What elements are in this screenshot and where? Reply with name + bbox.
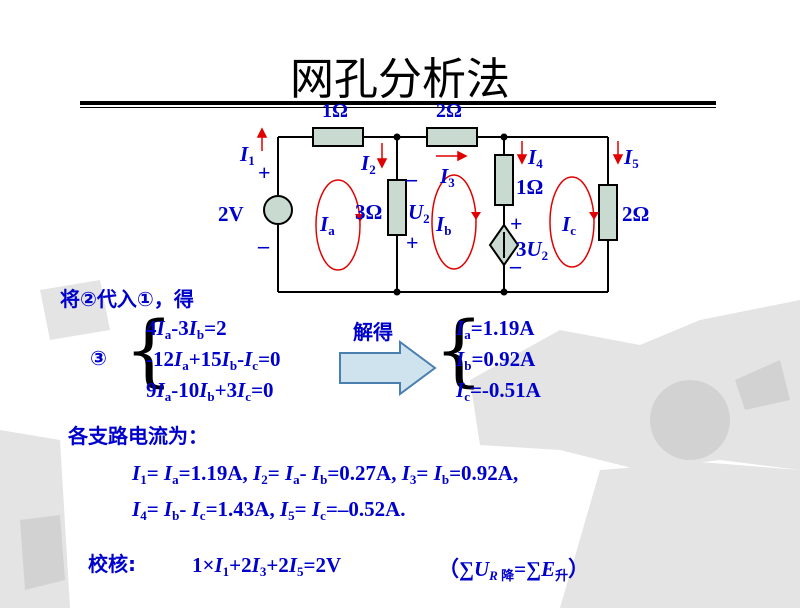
plus-sign: + bbox=[258, 160, 271, 185]
label-i5: I5 bbox=[624, 145, 639, 171]
label-i1: I1 bbox=[240, 142, 255, 168]
label-i3: I3 bbox=[440, 164, 455, 190]
minus-sign: – bbox=[510, 253, 521, 278]
plus-sign: + bbox=[406, 230, 419, 255]
resistor-2ohm-top bbox=[426, 127, 478, 147]
plus-sign: + bbox=[510, 211, 523, 236]
mesh-loop-a bbox=[315, 179, 361, 271]
branch-title: 各支路电流为： bbox=[68, 424, 208, 448]
solution-ib: Ib=0.92A bbox=[456, 347, 536, 373]
label-i4: I4 bbox=[528, 145, 543, 171]
minus-sign: – bbox=[406, 166, 417, 191]
voltage-source bbox=[263, 195, 293, 225]
label-ia: Ia bbox=[320, 212, 335, 238]
title-rule bbox=[80, 101, 716, 105]
resistor-1ohm bbox=[312, 127, 364, 147]
resistor-3ohm bbox=[387, 179, 407, 236]
page-title: 网孔分析法 bbox=[290, 54, 510, 105]
left-brace: { bbox=[124, 306, 174, 396]
resistor-1ohm-i4 bbox=[494, 154, 514, 206]
label-i2: I2 bbox=[361, 151, 376, 177]
substitute-text: 将②代入①，得 bbox=[60, 287, 194, 311]
equation-1: 4Ia-3Ib=2 bbox=[146, 316, 227, 342]
equation-3: 9Ia-10Ib+3Ic=0 bbox=[146, 378, 274, 404]
resistor-2ohm-right bbox=[598, 184, 618, 241]
label-dependent-source: 3U2 bbox=[516, 237, 549, 263]
check-label: 校核: bbox=[88, 552, 136, 576]
label-r-3ohm: 3Ω bbox=[355, 200, 383, 224]
right-brace: { bbox=[434, 306, 484, 396]
label-ib: Ib bbox=[436, 212, 452, 238]
solve-label: 解得 bbox=[353, 320, 393, 344]
check-equation: 1×I1+2I3+2I5=2V bbox=[192, 553, 342, 579]
label-r-2ohm-top: 2Ω bbox=[436, 100, 463, 122]
check-note: （∑UR 降=∑E升） bbox=[438, 557, 590, 584]
equation-2: -12Ia+15Ib-Ic=0 bbox=[146, 347, 281, 373]
label-r-1ohm: 1Ω bbox=[322, 100, 349, 122]
label-source-2v: 2V bbox=[218, 202, 244, 226]
solve-arrow bbox=[339, 340, 437, 396]
branch-line-2: I4= Ib- Ic=1.43A, I5= Ic=–0.52A. bbox=[132, 497, 406, 523]
title-rule-thin bbox=[80, 107, 716, 108]
mesh-loop-b bbox=[431, 174, 477, 270]
branch-line-1: I1= Ia=1.19A, I2= Ia- Ib=0.27A, I3= Ib=0… bbox=[132, 461, 519, 487]
label-r-2ohm-right: 2Ω bbox=[622, 202, 650, 226]
mesh-loop-c bbox=[549, 176, 595, 268]
solution-ic: Ic=-0.51A bbox=[456, 378, 541, 404]
minus-sign: – bbox=[258, 233, 269, 258]
label-r-1ohm-i4: 1Ω bbox=[516, 175, 544, 199]
solution-ia: Ia=1.19A bbox=[456, 316, 535, 342]
label-u2: U2 bbox=[408, 200, 430, 226]
label-ic: Ic bbox=[562, 212, 576, 238]
equation-number: ③ bbox=[90, 346, 107, 370]
